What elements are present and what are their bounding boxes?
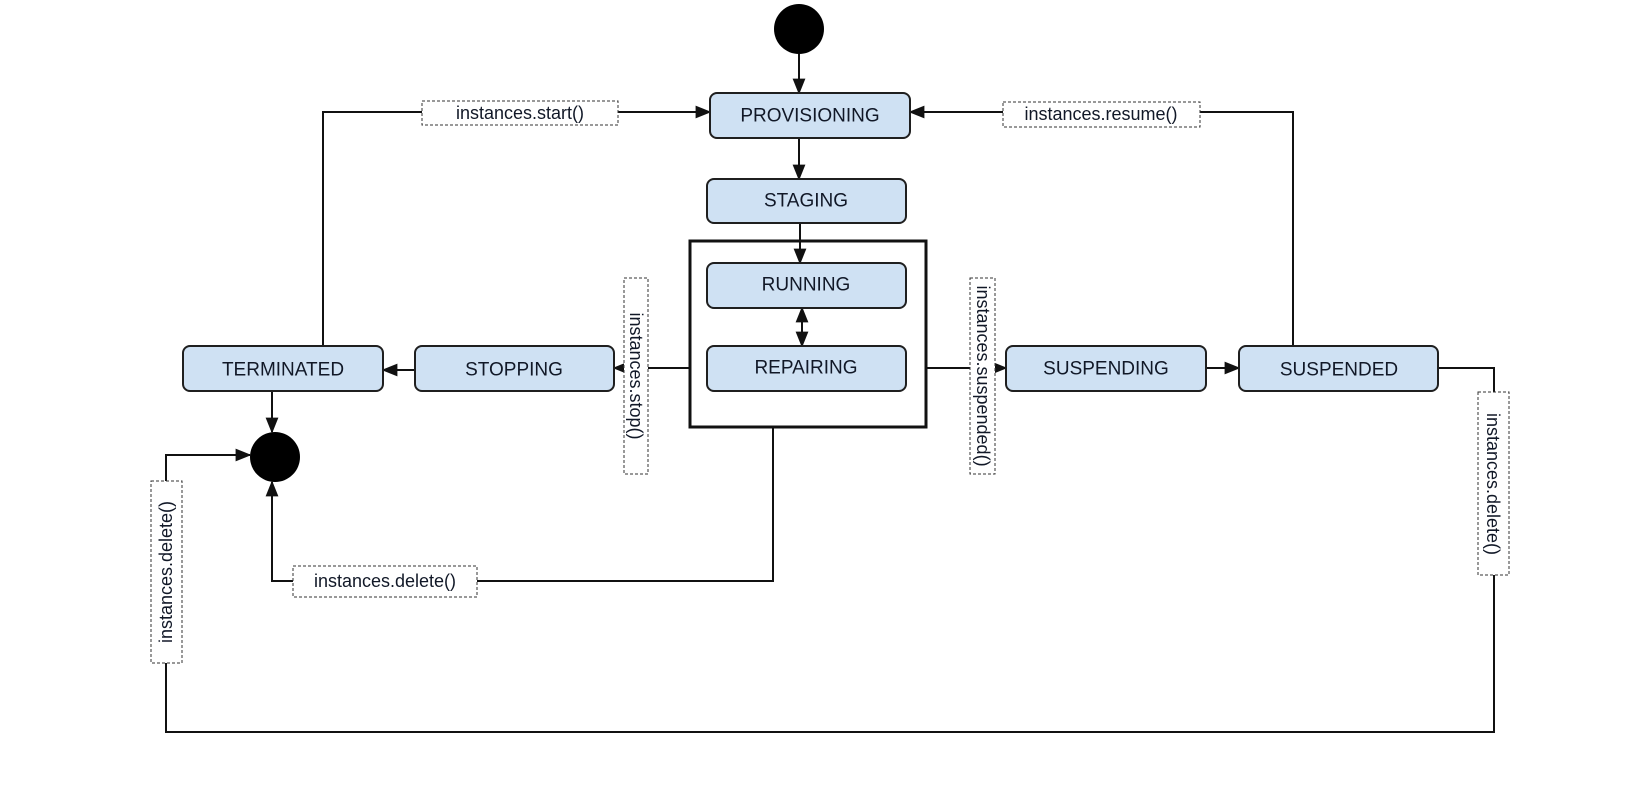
final-state-node <box>250 432 300 482</box>
state-provisioning-label: PROVISIONING <box>740 106 879 127</box>
state-stopping-label: STOPPING <box>465 360 563 381</box>
transition-stop-text: instances.stop() <box>626 312 646 439</box>
state-suspending[interactable]: SUSPENDING <box>1005 345 1207 392</box>
transition-delete-bottom-label: instances.delete() <box>292 565 478 598</box>
state-staging-label: STAGING <box>764 191 848 212</box>
state-suspended-label: SUSPENDED <box>1280 360 1398 381</box>
state-stopping[interactable]: STOPPING <box>414 345 615 392</box>
state-repairing-label: REPAIRING <box>754 358 857 379</box>
edge-suspended-to-provisioning <box>908 105 1294 346</box>
state-terminated[interactable]: TERMINATED <box>182 345 384 392</box>
transition-start-text: instances.start() <box>456 103 584 123</box>
edge-terminated-to-provisioning <box>322 105 712 346</box>
transition-delete-left-label: instances.delete() <box>150 480 183 664</box>
state-terminated-label: TERMINATED <box>222 360 344 381</box>
transition-delete-right-text: instances.delete() <box>1483 413 1503 555</box>
transition-start-label: instances.start() <box>421 100 619 126</box>
transition-delete-left-text: instances.delete() <box>156 501 176 643</box>
state-running-label: RUNNING <box>762 275 851 296</box>
transition-suspend-label: instances.suspended() <box>969 277 996 475</box>
state-provisioning[interactable]: PROVISIONING <box>709 92 911 139</box>
state-repairing[interactable]: REPAIRING <box>706 345 907 392</box>
transition-resume-text: instances.resume() <box>1024 104 1177 124</box>
edge-composite-delete-to-final <box>265 427 774 582</box>
initial-state-node <box>774 4 824 54</box>
transition-suspend-text: instances.suspended() <box>973 285 993 466</box>
transition-resume-label: instances.resume() <box>1002 101 1201 128</box>
state-staging[interactable]: STAGING <box>706 178 907 224</box>
state-running[interactable]: RUNNING <box>706 262 907 309</box>
transition-stop-label: instances.stop() <box>623 277 649 475</box>
state-suspending-label: SUSPENDING <box>1043 359 1169 380</box>
running-composite-frame <box>688 239 928 429</box>
edge-suspended-delete-to-final <box>165 367 1495 733</box>
transition-delete-bottom-text: instances.delete() <box>314 571 456 591</box>
state-suspended[interactable]: SUSPENDED <box>1238 345 1439 392</box>
transition-delete-right-label: instances.delete() <box>1477 391 1510 576</box>
